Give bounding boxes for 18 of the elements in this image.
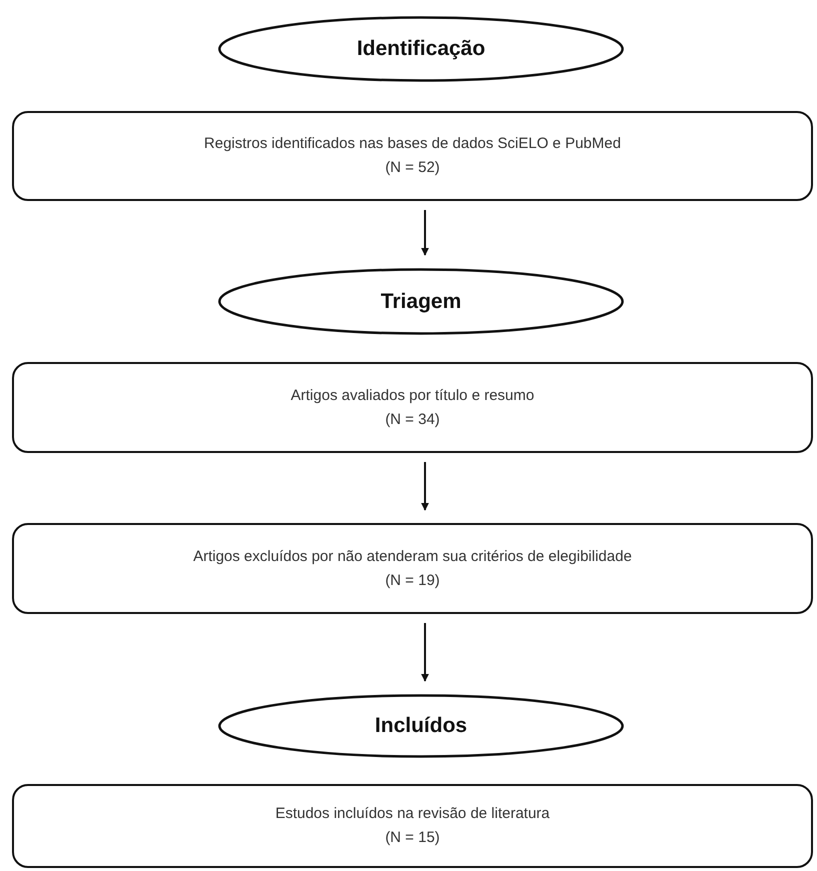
box-text: (N = 34) bbox=[385, 410, 440, 430]
box-text: (N = 52) bbox=[385, 158, 440, 178]
stage-title: Identificação bbox=[356, 37, 486, 61]
arrow bbox=[421, 623, 429, 682]
box-text: Estudos incluídos na revisão de literatura bbox=[275, 804, 550, 824]
process-box bbox=[12, 362, 813, 453]
arrow bbox=[421, 210, 429, 256]
box-text: Artigos excluídos por não atenderam sua critérios de elegibilidade bbox=[193, 546, 632, 566]
box-text: Artigos avaliados por título e resumo bbox=[290, 386, 534, 406]
box-text: (N = 15) bbox=[385, 828, 440, 848]
stage-title: Incluídos bbox=[374, 714, 468, 738]
stage-title: Triagem bbox=[380, 290, 462, 314]
process-box bbox=[12, 111, 813, 201]
arrow bbox=[421, 462, 429, 511]
process-box bbox=[12, 523, 813, 614]
box-text: (N = 19) bbox=[385, 570, 440, 590]
process-box bbox=[12, 784, 813, 868]
box-text: Registros identificados nas bases de dados SciELO e PubMed bbox=[204, 134, 621, 154]
